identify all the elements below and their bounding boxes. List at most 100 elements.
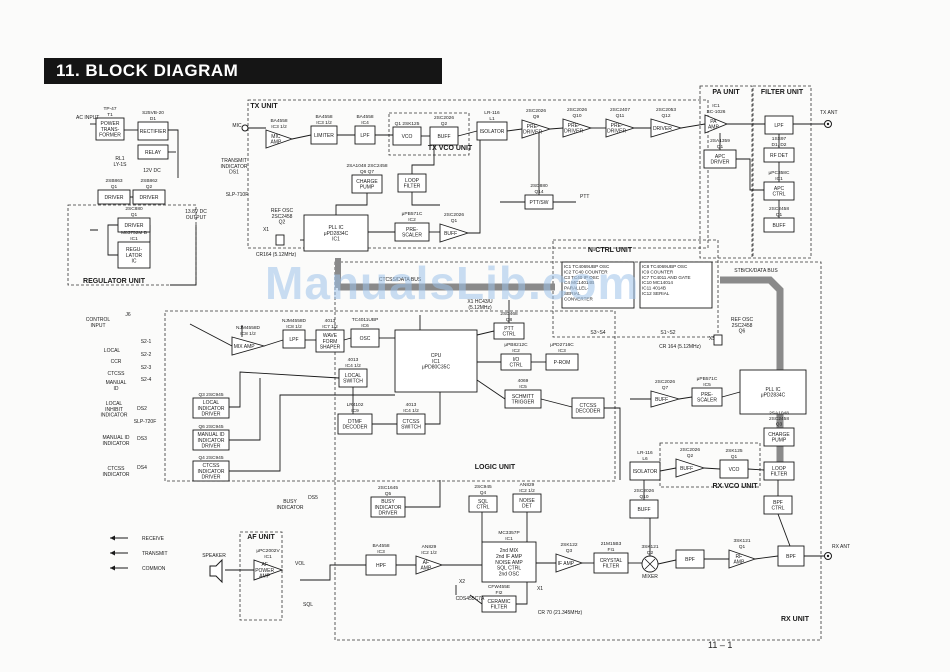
block-mic-amp-tx-shape	[265, 129, 294, 149]
wire	[754, 555, 779, 560]
block-pll-tx-label: PLL IC	[328, 225, 343, 231]
block-ceramic-filter-ref: CFW455E	[488, 584, 510, 590]
signal-control_input: INPUT	[91, 323, 106, 329]
signal-mic: MIC	[232, 123, 242, 129]
unit-pa-boundary	[699, 85, 753, 259]
signal-busy_ind: BUSY	[283, 499, 297, 505]
block-af-amp-label: AMP	[420, 566, 432, 572]
block-sql-ctrl-label: CTRL	[476, 505, 489, 511]
block-rf-det-shape	[763, 147, 795, 163]
block-nctrl-ic1-label: IC2 TC40 COUNTER	[564, 269, 608, 274]
block-apc-driver-ref: 2SA1359	[710, 138, 730, 144]
block-apc-driver-ref: Q1	[717, 144, 724, 150]
block-local-indicator-driver-label: LOCAL	[203, 400, 220, 406]
block-buff-rxvco-shape	[675, 458, 706, 478]
block-mic-amp-tx-ref: IC3 1/2	[271, 124, 287, 130]
block-sql-ctrl-shape	[468, 495, 498, 513]
block-sql-ctrl-ref: 2SC945	[474, 484, 492, 490]
block-charge-pump-tx-label: CHARGE	[356, 179, 378, 185]
signal-ref_osc_rx: REF OSC	[731, 317, 754, 323]
block-ctcss-switch-ref: 4013	[406, 402, 417, 408]
block-prescaler-rx-ref: μPB571C	[697, 376, 718, 382]
block-lpf-filter-shape	[764, 115, 794, 135]
block-buff-rx-shape	[629, 499, 659, 519]
block-isolator-tx-ref: LR-116	[484, 110, 500, 116]
block-relay-label: RELAY	[145, 150, 162, 156]
block-mixer-label: MIXER	[642, 574, 658, 580]
block-prom-shape	[545, 353, 579, 371]
legend-common-label: COMMON	[142, 566, 166, 572]
block-pre-driver-2-label: DRIVER	[564, 129, 583, 135]
signal-s2_3: S2-3	[141, 365, 152, 371]
block-prescaler-rx-ref: IC5	[703, 382, 711, 388]
block-rf-amp-ref: Q1	[739, 544, 746, 550]
signal-cr_rx: CR 164 (5.12MHz)	[659, 344, 701, 350]
wire	[657, 559, 677, 565]
block-schmitt-trigger-label: SCHMITT	[512, 394, 534, 400]
signal-twelve_v: 12V DC	[143, 168, 161, 174]
block-nctrl-ic1-label: IC1 TC4069UBP OSC	[564, 264, 610, 269]
block-mc3357-label: NOISE AMP	[495, 560, 523, 566]
block-pre-driver-label: DRIVER	[523, 130, 542, 136]
unit-logic-boundary	[164, 310, 616, 482]
block-local-indicator-driver-shape	[192, 397, 230, 419]
block-limiter-ref: BA4558	[315, 114, 332, 120]
signal-local_inhibit: LOCAL	[106, 401, 123, 407]
block-ctcss-indicator-driver-ref: Q4 2SC945	[198, 455, 223, 461]
block-ctcss-switch-label: CTCSS	[403, 419, 421, 425]
legend-receive-arrow-icon	[110, 535, 115, 541]
block-ptt-ctrl-ref: 2SD468	[500, 311, 518, 317]
legend-receive-label: RECEIVE	[142, 536, 165, 542]
block-charge-pump-rx-ref: 2SC2458	[769, 416, 789, 422]
block-cpu-shape	[394, 329, 478, 393]
unit-txvco-boundary	[388, 112, 470, 156]
signal-ds3: DS3	[137, 436, 147, 442]
wire	[604, 407, 621, 480]
block-dtmf-decoder-shape	[337, 413, 373, 435]
wire	[229, 378, 261, 441]
block-lpf-logic-shape	[282, 329, 306, 349]
block-local-switch-ref: 4013	[348, 357, 359, 363]
wire	[425, 392, 441, 425]
signal-relay_ref: RL1	[115, 156, 124, 162]
block-cpu-label: IC1	[432, 359, 440, 365]
block-pll-tx-label: IC1	[332, 237, 340, 243]
block-buff-tx2-ref: 2SC2026	[444, 212, 464, 218]
wire	[457, 130, 478, 137]
block-pre-driver-3-ref: 2SC2407	[610, 107, 630, 113]
signal-local: LOCAL	[104, 348, 121, 354]
block-prescaler-tx-label: SCALER	[402, 233, 422, 239]
block-limiter-ref: IC3 1/2	[316, 120, 332, 126]
block-charge-pump-tx-label: PUMP	[360, 185, 375, 191]
signal-ctcss_ind: CTCSS	[108, 466, 126, 472]
block-rf-det-ref: D1, D2	[772, 142, 787, 148]
signal-busy_ind: INDICATOR	[276, 505, 303, 511]
block-prescaler-tx-label: PRE-	[406, 227, 418, 233]
signal-control_input: CONTROL	[86, 317, 111, 323]
block-regulator-ic-shape	[117, 241, 151, 269]
block-bpf-rx1-shape	[675, 549, 705, 569]
block-vco-tx-label: VCO	[402, 134, 413, 140]
block-local-indicator-driver-ref: Q3 2SC945	[198, 392, 223, 398]
block-mc3357-ref: IC1	[505, 536, 513, 542]
block-buff-filter-shape	[763, 217, 795, 233]
block-buff-tx2-shape	[439, 223, 470, 243]
block-prom-label: P-ROM	[554, 360, 571, 366]
wire	[680, 123, 706, 129]
